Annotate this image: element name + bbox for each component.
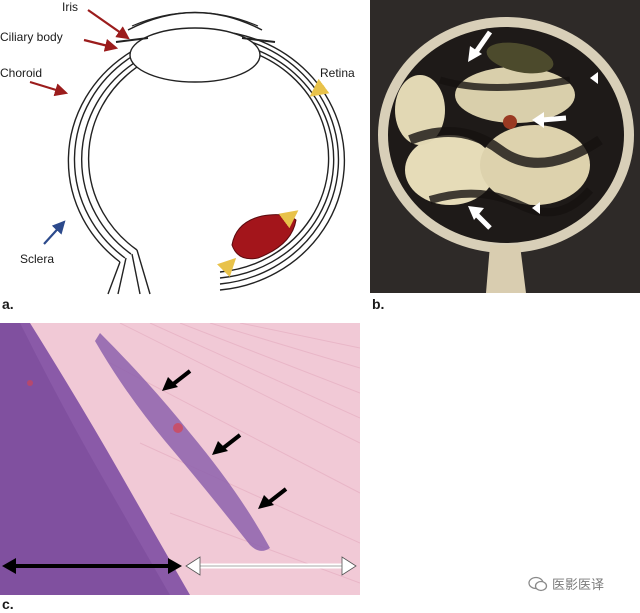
watermark-text: 医影医译 <box>552 577 605 592</box>
choroid-arrow <box>29 80 69 97</box>
gross-specimen-photo <box>370 0 640 293</box>
iris <box>115 37 149 43</box>
eye-diagram <box>29 9 346 295</box>
retina-detachment-arrow-bottom <box>217 257 237 277</box>
sclera-arrow <box>43 220 66 245</box>
panel-a-letter: a. <box>2 296 14 312</box>
choroid-label: Choroid <box>0 66 43 80</box>
panel-c-letter: c. <box>2 596 14 612</box>
histology-image <box>0 323 360 595</box>
histology-panel <box>0 323 360 595</box>
iris-arrow <box>87 9 130 40</box>
lens <box>129 27 261 83</box>
retina-detachment-arrow-top <box>278 210 299 229</box>
specimen-image <box>370 0 640 293</box>
wechat-icon <box>528 576 548 592</box>
retina-arrow <box>309 78 330 97</box>
retina-label: Retina <box>320 66 355 80</box>
iris-label: Iris <box>62 0 78 14</box>
sclera-label: Sclera <box>20 252 55 266</box>
ciliary-body-arrow <box>83 38 119 52</box>
histology-arrows <box>162 369 288 509</box>
eye-diagram-panel: Iris Ciliary body Choroid Retina Sclera <box>0 0 365 298</box>
watermark: 医影医译 <box>528 574 604 593</box>
panel-b-letter: b. <box>372 296 385 312</box>
specimen-arrows <box>468 30 598 230</box>
double-arrows <box>2 556 357 576</box>
ciliary-body-label: Ciliary body <box>0 30 63 44</box>
